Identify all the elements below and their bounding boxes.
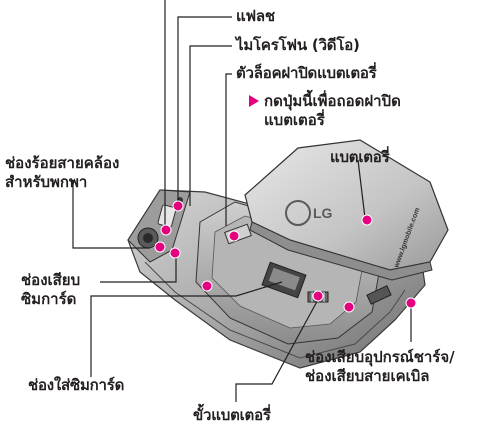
latch-note-line2: แบตเตอรี่ — [264, 111, 325, 129]
marker-sim-slot — [169, 247, 181, 259]
leader-sim-slot — [100, 248, 177, 283]
battery: LG www.lgmobile.com — [244, 139, 449, 281]
strap-hole-line2: สำหรับพกพา — [5, 173, 88, 191]
label-microphone: ไมโครโฟน (วิดีโอ) — [236, 36, 360, 54]
label-strap-hole: ช่องร้อยสายคล้อง สำหรับพกพา — [5, 154, 119, 192]
label-battery: แบตเตอรี่ — [330, 148, 390, 166]
marker-latch — [228, 230, 240, 242]
marker-camera — [160, 224, 172, 236]
sim-slot-line1: ช่องเสียบ — [21, 271, 81, 289]
lg-logo-icon — [285, 200, 311, 226]
sim-slot-line2: ซิมการ์ด — [21, 290, 77, 308]
label-flash: แฟลช — [236, 7, 275, 25]
marker-charger — [343, 301, 355, 313]
label-battery-cover-latch: ตัวล็อคฝาปิดแบตเตอรี่ — [236, 64, 377, 82]
callout-markers — [154, 200, 417, 313]
leader-flash — [177, 16, 232, 204]
marker-flash — [172, 200, 184, 212]
note-arrow-icon — [249, 95, 259, 107]
leader-sim-holder — [90, 281, 283, 377]
leader-strap — [72, 180, 150, 249]
charger-port-line1: ช่องเสียบอุปกรณ์ชาร์จ/ — [305, 348, 455, 366]
marker-strap — [154, 241, 166, 253]
leader-mic — [189, 45, 232, 206]
label-sim-slot: ช่องเสียบ ซิมการ์ด — [21, 271, 80, 309]
latch-note-line1: กดปุ่มนี้เพื่อถอดฝาปิด — [264, 92, 401, 110]
charger-port-line2: ช่องเสียบสายเคเบิล — [305, 367, 430, 385]
leader-latch — [225, 73, 232, 226]
strap-hole-line1: ช่องร้อยสายคล้อง — [5, 154, 120, 172]
leader-terminal — [235, 295, 321, 402]
label-battery-terminal: ขั้วแบตเตอรี่ — [193, 406, 271, 424]
marker-terminal — [312, 290, 324, 302]
leader-battery — [357, 159, 366, 219]
marker-sim-holder — [201, 280, 213, 292]
marker-charger-2 — [405, 297, 417, 309]
battery-brand: LG — [313, 205, 333, 221]
label-sim-card-holder: ช่องใส่ซิมการ์ด — [28, 376, 125, 394]
marker-battery — [361, 214, 373, 226]
leader-lines — [72, 0, 412, 402]
latch-note: กดปุ่มนี้เพื่อถอดฝาปิด แบตเตอรี่ — [264, 92, 401, 130]
label-charger-port: ช่องเสียบอุปกรณ์ชาร์จ/ ช่องเสียบสายเคเบิ… — [305, 348, 455, 386]
